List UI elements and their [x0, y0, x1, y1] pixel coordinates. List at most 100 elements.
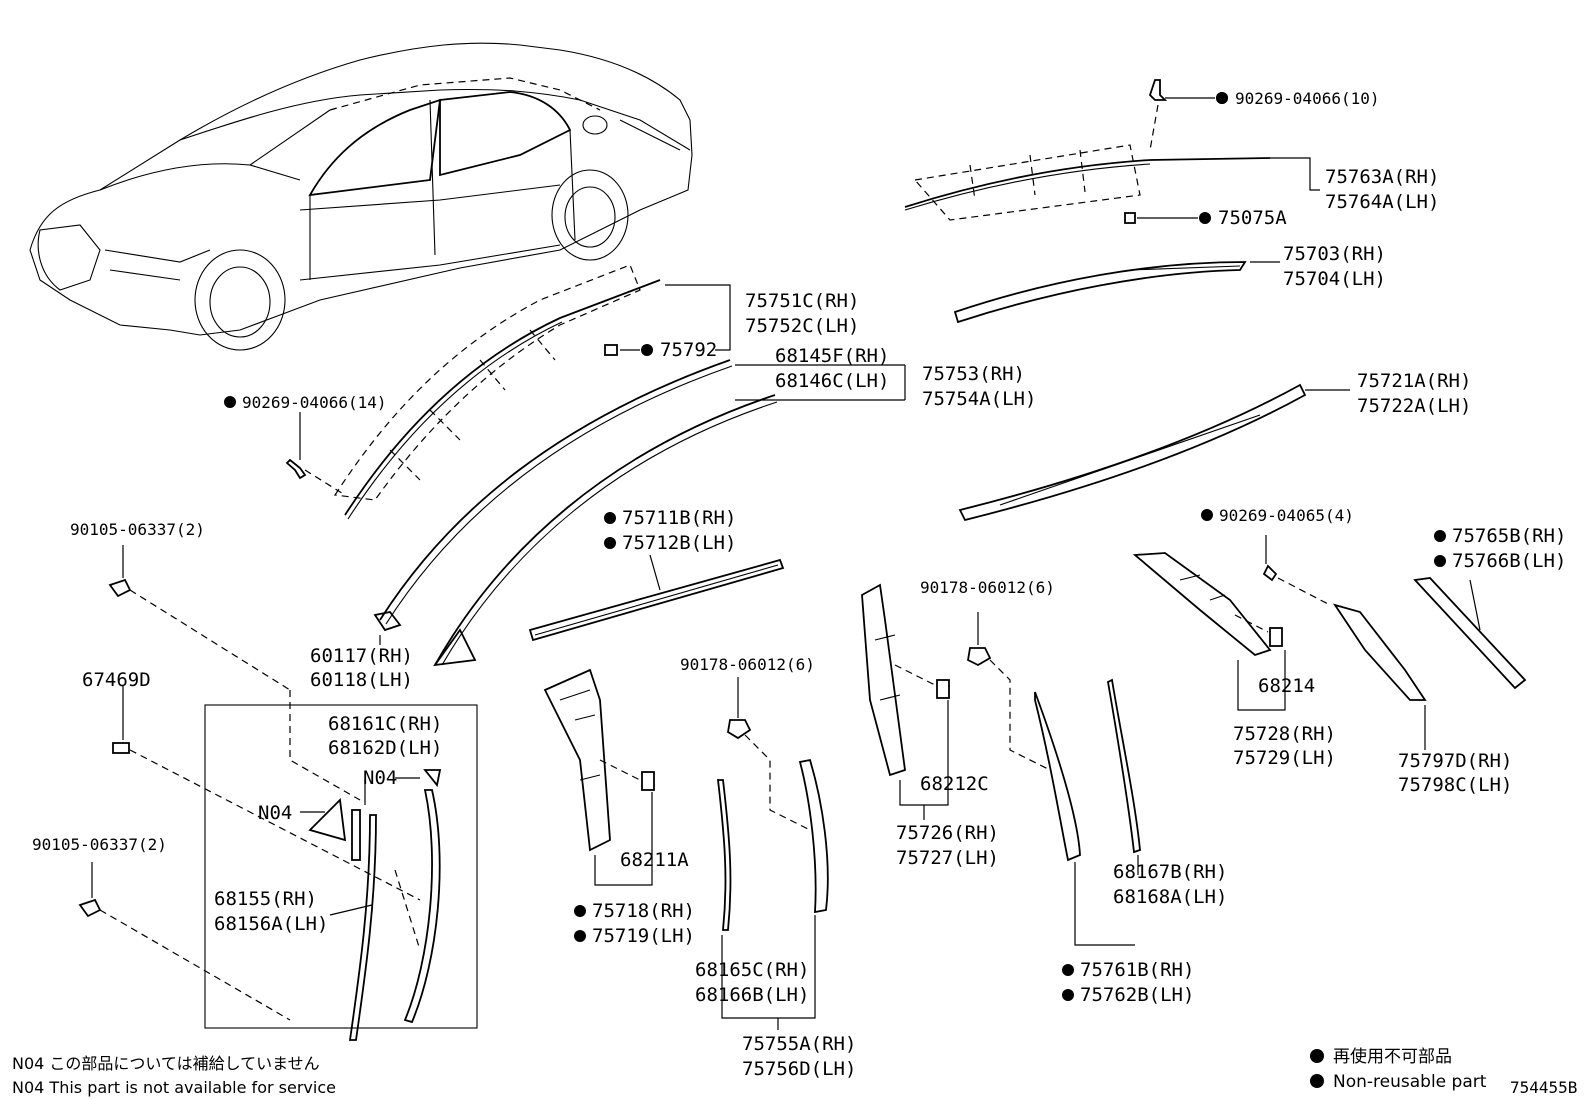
label-75727: 75727(LH)	[896, 847, 999, 869]
roof-drip-moulding-75763A	[904, 144, 1271, 221]
label-75722A: 75722A(LH)	[1357, 395, 1471, 417]
label-75764A: 75764A(LH)	[1325, 191, 1439, 213]
label-75712B: 75712B(LH)	[622, 532, 736, 554]
window-moulding-75751C	[333, 264, 731, 520]
label-75718: 75718(RH)	[592, 900, 695, 922]
note-n04-japanese: N04 この部品については補給していません	[12, 1054, 320, 1073]
note-n04-english: N04 This part is not available for servi…	[12, 1078, 336, 1097]
legend-dot-icon	[1310, 1049, 1324, 1063]
clip-90269-14-icon	[285, 458, 346, 496]
label-75797D: 75797D(RH)	[1398, 750, 1512, 772]
non-reusable-marker	[574, 905, 586, 917]
label-75728: 75728(RH)	[1233, 723, 1336, 745]
pillar-garnish-75728	[1132, 552, 1286, 711]
label-68214: 68214	[1258, 675, 1315, 697]
label-75711B: 75711B(RH)	[622, 507, 736, 529]
non-reusable-marker	[604, 512, 616, 524]
label-75755A: 75755A(RH)	[742, 1033, 856, 1055]
legend-japanese: 再使用不可部品	[1333, 1046, 1452, 1067]
garnish-75755A	[798, 758, 829, 914]
leader-line	[715, 320, 731, 351]
non-reusable-marker	[1216, 92, 1228, 104]
label-67469D: 67469D	[82, 669, 151, 691]
label-75798C: 75798C(LH)	[1398, 774, 1512, 796]
non-reusable-marker	[1062, 964, 1074, 976]
clip-75792-icon	[604, 344, 653, 356]
pillar-garnish-75718	[543, 668, 655, 886]
label-90105-b: 90105-06337(2)	[32, 835, 167, 854]
label-90105-a: 90105-06337(2)	[70, 520, 205, 539]
label-90269-10: 90269-04066(10)	[1235, 89, 1380, 108]
label-90178-a: 90178-06012(6)	[920, 578, 1055, 597]
label-75751C: 75751C(RH)	[745, 290, 859, 312]
legend-english: Non-reusable part	[1333, 1072, 1487, 1092]
label-75752C: 75752C(LH)	[745, 315, 859, 337]
label-68155: 68155(RH)	[214, 888, 317, 910]
leader-line	[329, 904, 373, 916]
label-75729: 75729(LH)	[1233, 747, 1336, 769]
label-68211A: 68211A	[620, 849, 689, 871]
label-75754A: 75754A(LH)	[922, 388, 1036, 410]
frame-75753	[433, 364, 906, 667]
label-68156A: 68156A(LH)	[214, 913, 328, 935]
non-reusable-marker	[1434, 555, 1446, 567]
non-reusable-marker	[1434, 530, 1446, 542]
label-75792: 75792	[660, 339, 717, 361]
label-90269-4: 90269-04065(4)	[1219, 506, 1354, 525]
label-68168A: 68168A(LH)	[1113, 886, 1227, 908]
non-reusable-marker	[1201, 509, 1213, 521]
pillar-garnish-75726	[861, 583, 950, 820]
label-75765B: 75765B(RH)	[1452, 525, 1566, 547]
belt-moulding-68145F	[373, 359, 733, 632]
label-68145F: 68145F(RH)	[775, 345, 889, 367]
label-68161C: 68161C(RH)	[328, 713, 442, 735]
leader-line	[721, 915, 816, 1019]
non-reusable-marker	[224, 396, 236, 408]
moulding-75765B	[1413, 577, 1527, 690]
label-75756D: 75756D(LH)	[742, 1058, 856, 1080]
weatherstrip-68165C	[716, 779, 732, 931]
moulding-75711B	[528, 554, 785, 642]
label-75075A: 75075A	[1218, 207, 1287, 229]
car-illustration	[29, 42, 693, 351]
label-75726: 75726(RH)	[896, 822, 999, 844]
label-75762B: 75762B(LH)	[1080, 984, 1194, 1006]
sub-assembly-parts	[289, 690, 442, 1041]
moulding-75721A	[958, 383, 1350, 522]
garnish-75761B	[1034, 678, 1141, 946]
garnish-75797D	[1332, 603, 1427, 750]
legend-dot-icon	[1310, 1074, 1324, 1088]
label-75761B: 75761B(RH)	[1080, 959, 1194, 981]
label-75753: 75753(RH)	[922, 363, 1025, 385]
clip-90178-b-icon	[727, 677, 811, 831]
clip-90269-4-icon	[1262, 535, 1331, 606]
non-reusable-marker	[1062, 989, 1074, 1001]
label-60117: 60117(RH)	[310, 645, 413, 667]
label-68162D: 68162D(LH)	[328, 737, 442, 759]
bolt-90105-a-icon	[108, 545, 291, 691]
label-90178-b: 90178-06012(6)	[680, 655, 815, 674]
clip-67469D-icon	[112, 686, 421, 901]
label-75704: 75704(LH)	[1283, 268, 1386, 290]
label-60118: 60118(LH)	[310, 669, 413, 691]
non-reusable-marker	[574, 930, 586, 942]
non-reusable-marker	[604, 537, 616, 549]
sub-assembly-box	[204, 704, 478, 1029]
leader-line	[1270, 157, 1320, 191]
clip-90178-a-icon	[967, 612, 1051, 771]
clip-icon	[1148, 79, 1228, 151]
label-68166B: 68166B(LH)	[695, 984, 809, 1006]
label-75719: 75719(LH)	[592, 925, 695, 947]
label-n04-a: N04	[258, 802, 292, 824]
label-75703: 75703(RH)	[1283, 243, 1386, 265]
label-75766B: 75766B(LH)	[1452, 550, 1566, 572]
label-75721A: 75721A(RH)	[1357, 370, 1471, 392]
figure-id: 754455B	[1510, 1078, 1577, 1097]
label-90269-14: 90269-04066(14)	[242, 393, 387, 412]
clip-75075A-icon	[1124, 212, 1211, 224]
label-68212C: 68212C	[920, 773, 989, 795]
label-68167B: 68167B(RH)	[1113, 861, 1227, 883]
bolt-90105-b-icon	[78, 862, 291, 1021]
label-68165C: 68165C(RH)	[695, 959, 809, 981]
